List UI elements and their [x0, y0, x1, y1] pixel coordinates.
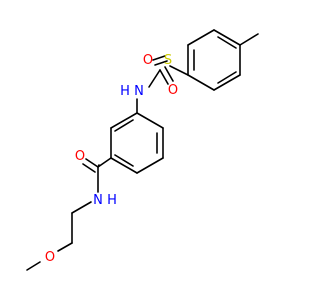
carbonyl-oxygen-label: O	[75, 149, 85, 164]
amide-nitrogen-label: N	[93, 193, 103, 208]
molecule-structure: O S O H N O N H O	[26, 29, 259, 271]
ether-oxygen-label: O	[45, 250, 55, 265]
sulfonamide-nitrogen-label: N	[134, 84, 144, 99]
sulfonyl-oxygen-bottom-label: O	[168, 83, 178, 98]
bonds	[26, 29, 259, 271]
sulfonyl-oxygen-left-label: O	[143, 53, 153, 68]
amide-hydrogen-label: H	[107, 193, 117, 208]
sulfonamide-hydrogen-label: H	[120, 84, 130, 99]
sulfur-label: S	[164, 53, 172, 68]
